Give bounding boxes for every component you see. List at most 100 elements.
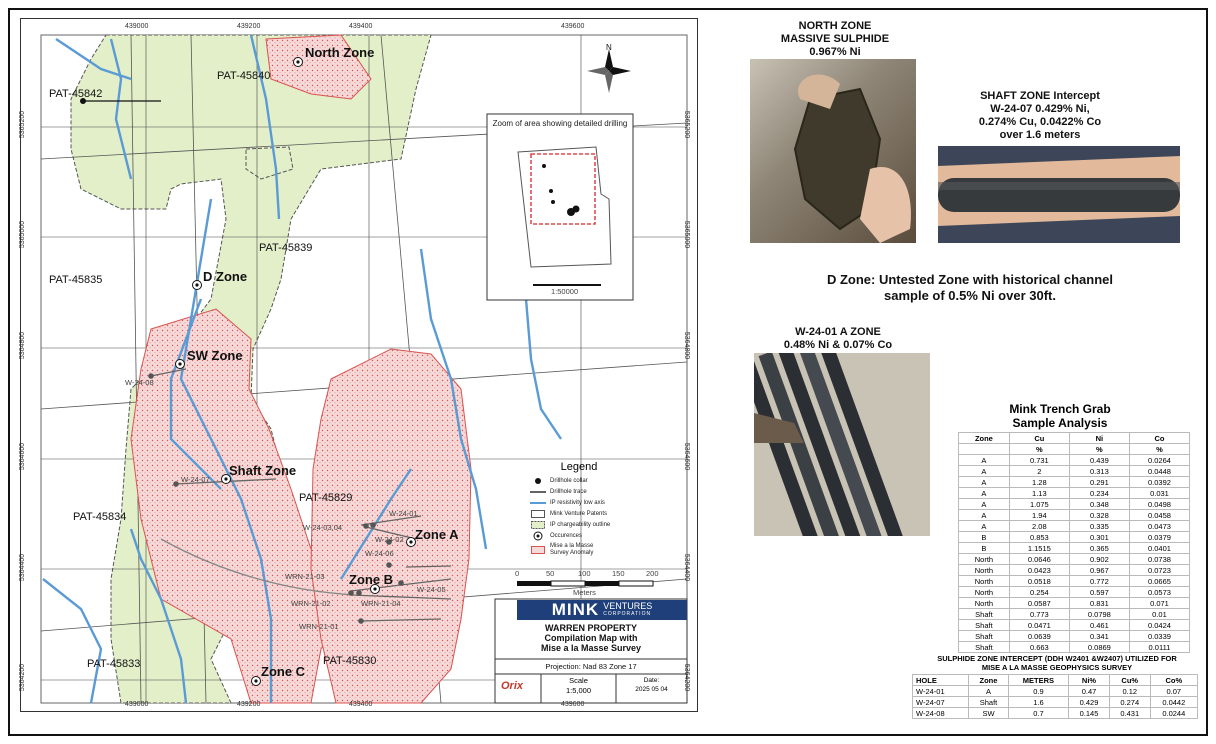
tick-left: 5364400 (19, 553, 27, 582)
table-cell: 0.0392 (1128, 476, 1191, 488)
table-cell: 1.6 (1007, 696, 1070, 708)
projection: Projection: Nad 83 Zone 17 (545, 662, 637, 671)
hole-label: W-24-02 (375, 535, 404, 544)
ip-axis-icon (529, 500, 547, 506)
table-cell: North (958, 575, 1010, 587)
table-cell: 0.07 (1149, 685, 1199, 697)
page-frame (8, 8, 1208, 736)
hole-label: W-24-07 (181, 475, 210, 484)
hole-label: W-24-08 (125, 378, 154, 387)
table-cell: 0.348 (1068, 498, 1130, 510)
table-cell: 0.071 (1128, 597, 1191, 609)
north-label: N (606, 43, 612, 52)
table-cell: 0.0738 (1128, 553, 1191, 565)
table-cell: 0.0723 (1128, 564, 1191, 576)
map-title-block: WARREN PROPERTY Compilation Map with Mis… (495, 623, 687, 653)
legend-item: IP resistivity low axis (529, 497, 689, 508)
anomaly-north (265, 34, 372, 100)
legend-item: Mise a la Masse Survey Anomaly (529, 541, 689, 559)
patent-label: PAT-45829 (299, 492, 353, 504)
table-cell: 0.0264 (1128, 454, 1191, 466)
tick-left: 5364200 (19, 663, 27, 692)
table-cell: 0.772 (1068, 575, 1130, 587)
hole-label: W-24-03,04 (303, 523, 343, 532)
zone-label-c: Zone C (261, 664, 306, 679)
table-cell: W-24-08 (911, 707, 970, 719)
date-cell: Date: 2025 05 04 (635, 677, 668, 693)
table-cell: North (958, 586, 1010, 598)
trace-icon (529, 489, 547, 495)
table-cell: Shaft (958, 641, 1010, 653)
table-cell: 0.145 (1068, 707, 1110, 719)
table-cell: 0.341 (1068, 630, 1130, 642)
ip-outline-icon (529, 520, 547, 529)
zone-label-north: North Zone (305, 45, 375, 60)
hole-label: WRN-21-01 (299, 622, 339, 631)
patent-label: PAT-45839 (259, 242, 313, 254)
legend-title: Legend (560, 461, 598, 473)
patent-label: PAT-45834 (73, 511, 127, 523)
tick-left: 5364600 (19, 442, 27, 471)
hole-label: WRN-21-03 (285, 572, 325, 581)
patent-icon (529, 509, 547, 518)
table-cell: 0.731 (1008, 454, 1070, 466)
map-canvas (40, 34, 688, 704)
table-cell: 2 (1008, 465, 1070, 477)
legend-item: Drillhole collar (529, 475, 689, 486)
table-cell: 0.328 (1068, 509, 1130, 521)
company-banner: MINK VENTURES CORPORATION (517, 600, 687, 619)
table-cell: 1.075 (1008, 498, 1070, 510)
table-cell: 0.663 (1008, 641, 1070, 653)
tick-right: 5364800 (683, 331, 691, 360)
table-cell: 0.0518 (1008, 575, 1070, 587)
patent-label: PAT-45835 (49, 274, 103, 286)
intercept-header-row: HOLE Zone METERS Ni% Cu% Co% (911, 674, 1199, 686)
table-cell: 0.431 (1108, 707, 1151, 719)
legend: Legend Drillhole collar Drillhole trace … (529, 461, 689, 559)
intercept-table-title: SULPHIDE ZONE INTERCEPT (DDH W2401 &W240… (937, 654, 1177, 672)
zone-label-a: Zone A (415, 527, 459, 542)
table-cell: Shaft (958, 619, 1010, 631)
table-cell: 0.0498 (1128, 498, 1191, 510)
table-cell: A (958, 465, 1010, 477)
tick-top: 439400 (349, 23, 373, 30)
scalebar (517, 580, 654, 587)
table-cell: 0.7 (1007, 707, 1070, 719)
north-zone-caption: NORTH ZONE MASSIVE SULPHIDE 0.967% Ni (780, 20, 890, 58)
anomaly-zone-a (310, 348, 472, 704)
scale-cell: Scale 1:5,000 (565, 676, 592, 695)
table-cell: 1.13 (1008, 487, 1070, 499)
table-cell: 0.47 (1068, 685, 1110, 697)
table-cell: 0.031 (1128, 487, 1191, 499)
table-cell: 0.0423 (1008, 564, 1070, 576)
patent-label: PAT-45830 (323, 655, 377, 667)
company-name: MINK (551, 600, 600, 619)
table-cell: 0.335 (1068, 520, 1130, 532)
table-cell: A (958, 509, 1010, 521)
scalebar-tick: 150 (612, 569, 625, 578)
legend-item: IP chargeability outline (529, 519, 689, 530)
hole-label: WRN-21-04 (361, 599, 401, 608)
tick-left: 5364800 (19, 331, 27, 360)
tick-bottom: 439000 (125, 701, 149, 708)
table-cell: 0.967 (1068, 564, 1130, 576)
table-cell: 0.0244 (1149, 707, 1199, 719)
table-cell: Shaft (968, 696, 1009, 708)
table-cell: 0.01 (1128, 608, 1191, 620)
tick-left: 5365200 (19, 110, 27, 139)
tick-top: 439000 (125, 23, 149, 30)
table-cell: W-24-07 (911, 696, 970, 708)
tick-top: 439200 (237, 23, 261, 30)
